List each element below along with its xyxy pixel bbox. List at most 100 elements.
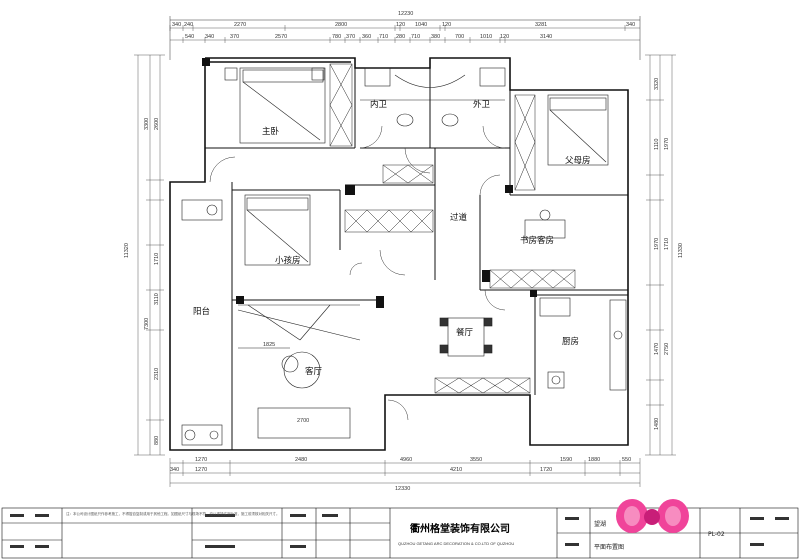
company-name: 衢州格堂装饰有限公司: [410, 522, 510, 535]
pink-bow-sticker: [616, 499, 689, 533]
dim-label: 4960: [400, 457, 412, 463]
kitchen-fixtures: [539, 297, 627, 391]
dim-label: 3550: [470, 457, 482, 463]
room-label-corridor: 过道: [450, 212, 468, 223]
top-dimension-chain-1: [169, 25, 640, 31]
top-dimension-chain-2: [170, 37, 640, 43]
bottom-dimension-labels: 1270 2480 3550 4210 1720 1880 1590 340 1…: [170, 457, 631, 473]
dim-label: 380: [431, 34, 440, 40]
dim-label: 360: [362, 34, 371, 40]
dim-label: 7300: [144, 318, 150, 330]
dim-label: 340: [626, 22, 635, 28]
door-swings: [209, 125, 506, 421]
dim-label: 2270: [234, 22, 246, 28]
dim-label: 1470: [654, 343, 660, 355]
dim-label: 120: [442, 22, 451, 28]
dim-label: 710: [411, 34, 420, 40]
bottom-dimension-lines: [169, 458, 641, 487]
bed-parents: [547, 94, 609, 166]
title-block-note: 注：本公司设计图纸只作参考施工，不得擅自复制或用于其他工程。如图纸尺寸与现场不符…: [66, 511, 280, 516]
dim-label: 780: [332, 34, 341, 40]
dim-label: 240: [184, 22, 193, 28]
dim-label: 1040: [415, 22, 427, 28]
top-dimension-overall: [169, 16, 641, 60]
dim-label: 2480: [295, 457, 307, 463]
left-dimension-lines: [134, 54, 165, 456]
bottom-overall-dimension-label: 12330: [395, 486, 410, 492]
dim-label: 2570: [275, 34, 287, 40]
dim-label: 1970: [654, 238, 660, 250]
dim-label: 1970: [664, 138, 670, 150]
bed-kids: [244, 194, 311, 266]
wardrobes: [329, 63, 576, 394]
top-dimension-labels-2: 540 340 370 2570 780 370 360 710 280 710…: [185, 34, 552, 40]
right-overall-dimension-label: 11330: [678, 243, 684, 258]
dim-label: 120: [396, 22, 405, 28]
dim-label: 1710: [154, 253, 160, 265]
exterior-walls: [169, 57, 629, 451]
dim-label: 880: [154, 436, 160, 445]
dim-label: 3110: [154, 293, 160, 305]
room-label-study: 书房客房: [520, 235, 554, 246]
dim-label: 1880: [588, 457, 600, 463]
dim-label: 370: [230, 34, 239, 40]
top-overall-dimension-label: 12230: [398, 11, 413, 17]
dim-label: 2800: [335, 22, 347, 28]
balcony-appliances: [181, 199, 223, 446]
dim-label: 1720: [540, 467, 552, 473]
room-label-kitchen: 厨房: [562, 336, 579, 347]
sofa-width-dimension: 2700: [297, 418, 309, 424]
room-label-master-bedroom: 主卧: [262, 126, 280, 137]
top-dimension-labels-1: 340 240 2270 2800 120 1040 120 3281 340: [172, 22, 635, 28]
living-width-dimension: 1825: [263, 342, 275, 348]
dim-label: 2600: [154, 118, 160, 130]
dim-label: 700: [455, 34, 464, 40]
right-dimension-labels: 3320 1110 1970 1970 1710 1470 2750 1480: [654, 78, 670, 430]
title-block: [1, 507, 799, 559]
dim-label: 710: [379, 34, 388, 40]
left-dimension-labels: 3300 2600 1710 7300 3110 2310 880: [144, 118, 160, 445]
dim-label: 3140: [540, 34, 552, 40]
dim-label: 1590: [560, 457, 572, 463]
structural-columns: [202, 58, 537, 308]
room-label-inner-bath: 内卫: [370, 99, 388, 110]
dim-label: 550: [622, 457, 631, 463]
dim-label: 1010: [480, 34, 492, 40]
room-labels: 主卧 内卫 外卫 父母房 小孩房 过道 书房客房 阳台 餐厅 厨房 客厅 182…: [193, 99, 591, 424]
room-label-outer-bath: 外卫: [473, 99, 491, 110]
dim-label: 340: [172, 22, 181, 28]
dim-label: 2750: [664, 343, 670, 355]
room-label-kids-room: 小孩房: [275, 255, 301, 266]
project-name: 望湖: [594, 520, 606, 528]
dim-label: 340: [205, 34, 214, 40]
dim-label: 370: [346, 34, 355, 40]
dim-label: 4210: [450, 467, 462, 473]
room-label-dining: 餐厅: [456, 328, 474, 338]
dim-label: 540: [185, 34, 194, 40]
left-overall-dimension-label: 11320: [124, 243, 130, 258]
drawing-number: PL-02: [708, 531, 725, 538]
interior-walls: [205, 62, 628, 450]
bathroom-fixtures: [360, 67, 506, 127]
dim-label: 3281: [535, 22, 547, 28]
dim-label: 1270: [195, 457, 207, 463]
dim-label: 1480: [654, 418, 660, 430]
dim-label: 1710: [664, 238, 670, 250]
room-label-parents-room: 父母房: [565, 155, 591, 166]
dim-label: 120: [500, 34, 509, 40]
room-label-living: 客厅: [305, 366, 323, 377]
drawing-title: 平面布置图: [594, 543, 624, 551]
dim-label: 1110: [654, 139, 660, 150]
dim-label: 1270: [195, 467, 207, 473]
dim-label: 2310: [154, 368, 160, 380]
company-name-english: QUZHOU GETANG ARC DECORATION & CO.LTD OF…: [398, 541, 514, 546]
right-dimension-lines: [645, 54, 676, 456]
dim-label: 3300: [144, 118, 150, 130]
dim-label: 3320: [654, 78, 660, 90]
title-block-placeholders: [10, 514, 789, 548]
bed-master: [224, 67, 326, 144]
dim-label: 280: [396, 34, 405, 40]
living-furniture: [237, 304, 361, 439]
dining-set: [439, 317, 493, 357]
